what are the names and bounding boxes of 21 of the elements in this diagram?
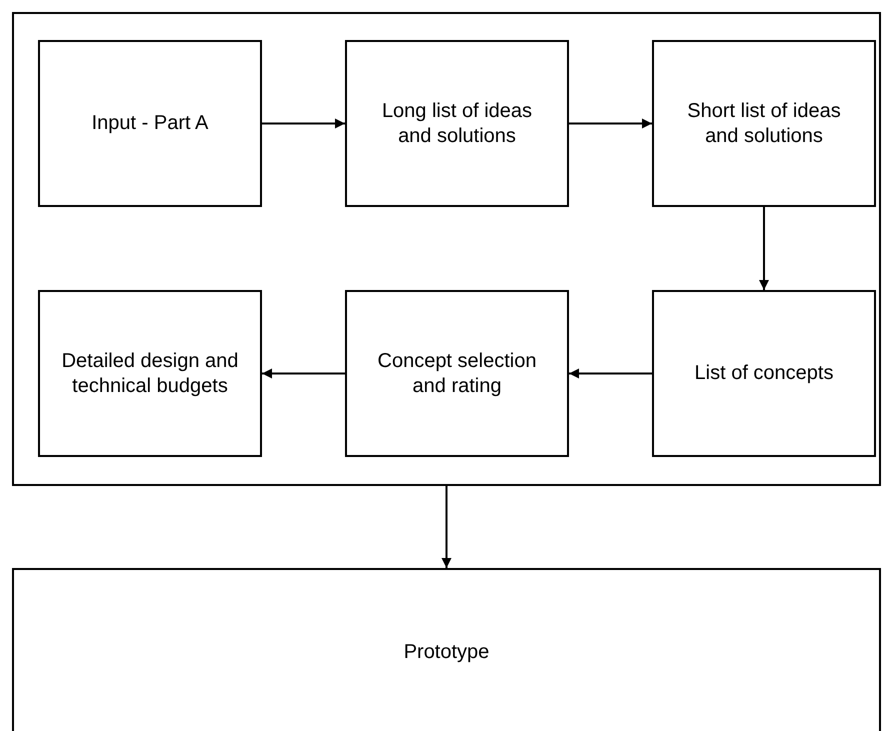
process-box [345,40,569,207]
arrow [569,118,652,128]
process-box [345,290,569,457]
box-label: Detailed design and technical budgets [60,348,240,398]
process-box [652,40,876,207]
arrow [759,207,769,290]
process-box [38,290,262,457]
arrow [262,368,345,378]
box-label: List of concepts [694,361,834,386]
group-box [12,12,881,486]
arrow [442,486,452,568]
box-label: Prototype [402,640,490,665]
process-box [652,290,876,457]
arrow [569,368,652,378]
process-box [38,40,262,207]
box-label: Input - Part A [90,111,210,136]
arrow [262,118,345,128]
process-box [12,568,881,731]
box-label: Short list of ideas and solutions [686,98,842,148]
box-label: Long list of ideas and solutions [380,98,534,148]
box-label: Concept selection and rating [376,348,538,398]
